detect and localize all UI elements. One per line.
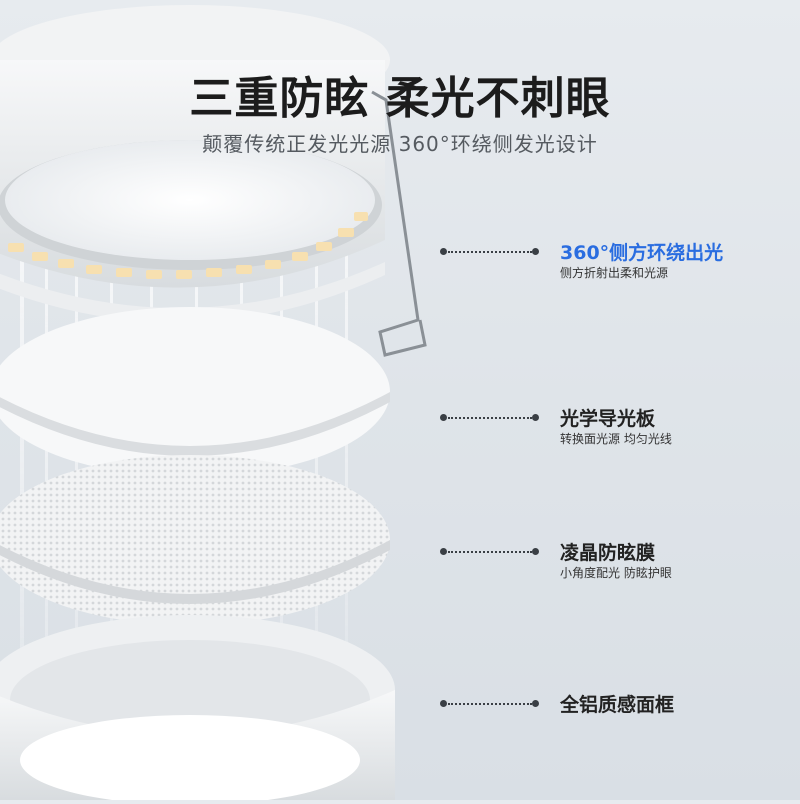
callout-leader-line	[448, 551, 532, 553]
callout-dot	[532, 414, 539, 421]
callout-title: 全铝质感面框	[560, 694, 675, 716]
led-strip	[8, 212, 368, 279]
callout-dot	[440, 700, 447, 707]
callout-title: 光学导光板	[560, 408, 656, 430]
callout-light-guide: 光学导光板 转换面光源 均匀光线	[440, 408, 800, 448]
callout-title: 凌晶防眩膜	[560, 542, 656, 564]
callout-dot	[532, 700, 539, 707]
callout-title: 360°侧方环绕出光	[560, 242, 724, 264]
callout-side-light: 360°侧方环绕出光 侧方折射出柔和光源	[440, 242, 800, 282]
page-subtitle: 颠覆传统正发光光源 360°环绕侧发光设计	[202, 132, 598, 156]
callout-dot	[440, 248, 447, 255]
callout-desc: 转换面光源 均匀光线	[560, 432, 672, 446]
callout-anti-glare: 凌晶防眩膜 小角度配光 防眩护眼	[440, 542, 800, 582]
callout-dot	[532, 248, 539, 255]
callout-leader-line	[448, 251, 532, 253]
callout-dot	[532, 548, 539, 555]
led-housing	[0, 5, 390, 323]
callout-desc: 侧方折射出柔和光源	[560, 266, 669, 280]
light-guide-plate	[0, 307, 390, 477]
callout-desc: 小角度配光 防眩护眼	[560, 566, 672, 580]
anti-glare-film	[0, 455, 390, 625]
callout-dot	[440, 548, 447, 555]
callout-leader-line	[448, 417, 532, 419]
spring-clip	[371, 90, 427, 357]
callout-dot	[440, 414, 447, 421]
callout-leader-line	[448, 703, 532, 705]
page-title: 三重防眩 柔光不刺眼	[189, 73, 611, 124]
aluminum-frame	[0, 615, 395, 804]
callout-aluminum-frame: 全铝质感面框	[440, 694, 800, 734]
